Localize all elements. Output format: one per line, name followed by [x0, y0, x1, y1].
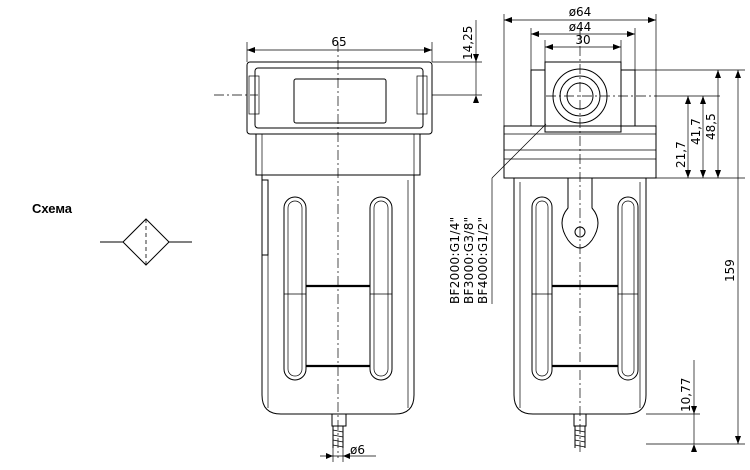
front-view: 65 14,25 ø6	[214, 20, 482, 462]
dim-height-21: 21,7	[674, 141, 688, 168]
side-view: ø64 ø44 30 21,7 41,7 48,	[448, 5, 745, 455]
side-body	[503, 125, 657, 179]
dim-total-height: 159	[723, 259, 737, 282]
dim-port-width: 30	[575, 33, 590, 47]
dim-height-41: 41,7	[689, 118, 703, 145]
model-spec-bf4000: BF4000:G1/2"	[476, 217, 490, 304]
dim-outer-diameter: ø64	[569, 5, 592, 19]
model-specs: BF2000:G1/4" BF3000:G3/8" BF4000:G1/2"	[448, 217, 490, 304]
filter-symbol	[100, 218, 192, 266]
dim-width: 65	[331, 35, 346, 49]
dim-inner-diameter: ø44	[569, 20, 592, 34]
dim-cap-height: 14,25	[461, 26, 475, 60]
dim-height-48: 48,5	[704, 113, 718, 140]
schema-label: Схема	[32, 201, 73, 216]
model-spec-bf2000: BF2000:G1/4"	[448, 217, 462, 304]
model-spec-bf3000: BF3000:G3/8"	[462, 217, 476, 304]
dim-drain-diameter: ø6	[350, 443, 365, 457]
dim-bottom-height: 10,77	[679, 378, 693, 412]
front-cap	[246, 61, 433, 135]
schema-section: Схема	[32, 201, 192, 266]
side-port-block	[544, 61, 622, 133]
